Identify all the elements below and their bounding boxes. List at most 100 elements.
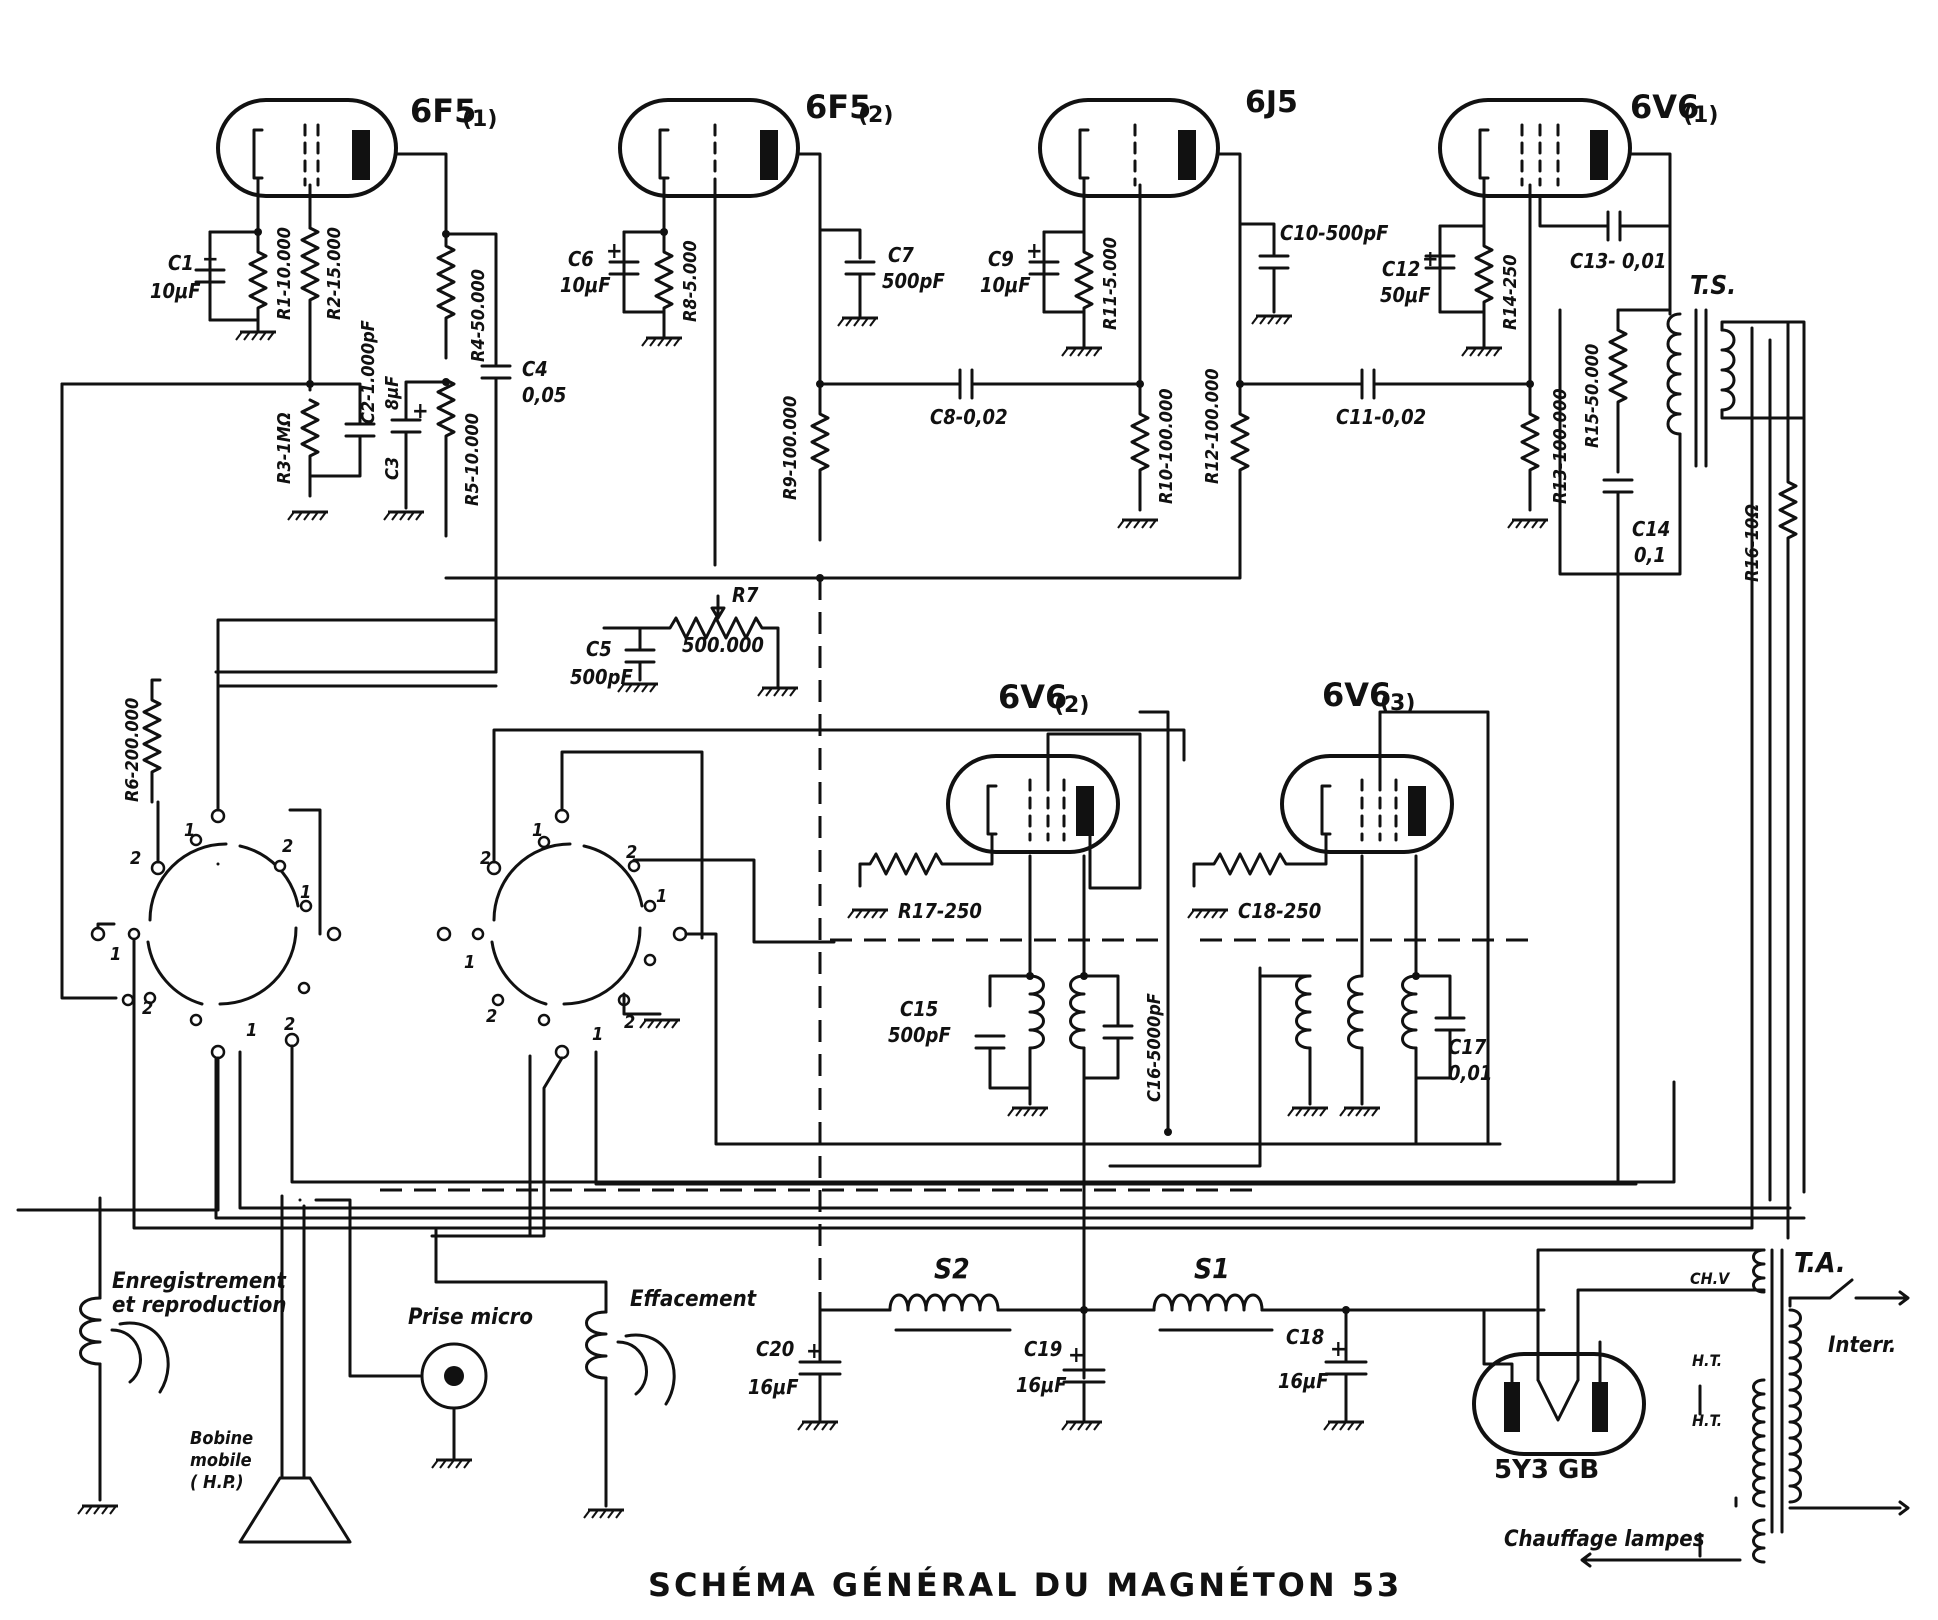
- tube-label-v2: 6F5: [805, 88, 871, 126]
- stage-2-wiring: [608, 152, 1142, 567]
- label-r8: R8-5.000: [680, 240, 701, 322]
- tube-label-v4: 6V6: [1630, 88, 1699, 126]
- tube-6v6-2: [946, 754, 1120, 854]
- label-c17: C17: [1448, 1035, 1487, 1059]
- label-c6-val: 10μF: [560, 273, 611, 297]
- sw1-num-2d: 2: [284, 1014, 295, 1035]
- label-c15-val: 500pF: [888, 1023, 951, 1047]
- label-r18: C18-250: [1238, 899, 1321, 923]
- page-title: SCHÉMA GÉNÉRAL DU MAGNÉTON 53: [648, 1566, 1402, 1604]
- label-r7: R7: [732, 583, 759, 607]
- label-r11: R11-5.000: [1100, 237, 1121, 330]
- label-c5-val: 500pF: [570, 665, 633, 689]
- sw1-num-2a: 2: [130, 848, 141, 869]
- label-c11: C11-0,02: [1336, 405, 1426, 429]
- label-s1: S1: [1194, 1252, 1230, 1285]
- label-r16: R16-10Ω: [1742, 504, 1763, 582]
- sw1-num-1b: 1: [300, 882, 311, 903]
- label-ta: T.A.: [1794, 1246, 1846, 1279]
- label-c9-val: 10μF: [980, 273, 1031, 297]
- plus-c20: +: [806, 1339, 823, 1364]
- oscillator-wiring: [380, 710, 1536, 1380]
- label-c7-val: 500pF: [882, 269, 945, 293]
- label-interr: Interr.: [1828, 1333, 1896, 1358]
- label-r17: R17-250: [898, 899, 982, 923]
- lower-wiring: [132, 326, 1806, 1238]
- sw2-num-1b: 1: [656, 886, 667, 907]
- label-r7-val: 500.000: [682, 633, 764, 657]
- tube-index-v4: (1): [1683, 103, 1718, 128]
- tube-index-v5: (2): [1054, 693, 1089, 718]
- plus-c19: +: [1068, 1343, 1085, 1368]
- label-r4: R4-50.000: [468, 269, 489, 362]
- sw1-num-2c: 2: [142, 998, 153, 1019]
- tube-label-v6: 6V6: [1322, 676, 1391, 714]
- label-bobine-1: Bobine: [190, 1428, 253, 1449]
- label-effacement: Effacement: [630, 1287, 758, 1312]
- label-c14-val: 0,1: [1634, 543, 1666, 567]
- record-head: [76, 1196, 170, 1516]
- sw2-num-2b: 2: [626, 842, 637, 863]
- label-c16: C16-5000pF: [1144, 993, 1165, 1102]
- plus-c1: +: [202, 247, 219, 272]
- buses: [142, 506, 1242, 1310]
- sw2-num-2d: 2: [624, 1012, 635, 1033]
- component-labels: C1 10μF R1-10.000 R2-15.000 R3-1MΩ C2-1.…: [110, 221, 1896, 1552]
- label-c20: C20: [756, 1337, 794, 1361]
- label-c1-val: 10μF: [150, 279, 201, 303]
- tube-6f5-2: [618, 98, 800, 198]
- label-c9: C9: [988, 247, 1014, 271]
- label-r3: R3-1MΩ: [274, 412, 295, 484]
- tube-index-v1: (1): [462, 107, 497, 132]
- label-c8: C8-0,02: [930, 405, 1008, 429]
- sw2-num-1c: 1: [464, 952, 475, 973]
- label-c12-val: 50μF: [1380, 283, 1431, 307]
- tube-6v6-1: [1438, 98, 1632, 198]
- sw2-num-1d: 1: [592, 1024, 603, 1045]
- plus-c9: +: [1026, 239, 1043, 264]
- plus-c12: +: [1422, 247, 1439, 272]
- stage-4-wiring: [1424, 152, 1806, 1240]
- tube-label-rect: 5Y3 GB: [1494, 1455, 1599, 1485]
- junctions: [254, 228, 1534, 1314]
- plus-c18: +: [1330, 1337, 1347, 1362]
- switch-deck-2[interactable]: [430, 728, 1502, 1238]
- tube-label-v3: 6J5: [1245, 85, 1298, 120]
- label-r1: R1-10.000: [274, 227, 295, 320]
- sw2-num-1a: 1: [532, 820, 543, 841]
- label-c5: C5: [586, 637, 612, 661]
- tube-label-v5: 6V6: [998, 678, 1067, 716]
- label-c20-val: 16μF: [748, 1375, 799, 1399]
- label-ht-1: H.T.: [1692, 1351, 1722, 1370]
- label-c6: C6: [568, 247, 594, 271]
- stage-1-wiring: [60, 152, 512, 1000]
- label-r14: R14-250: [1500, 254, 1521, 330]
- label-r12: R12-100.000: [1202, 369, 1223, 485]
- label-c12: C12: [1382, 257, 1420, 281]
- sw1-num-1c: 1: [110, 944, 121, 965]
- tube-6v6-3: [1280, 754, 1454, 854]
- label-bobine-2: mobile: [190, 1450, 252, 1471]
- sw1-num-1a: 1: [184, 820, 195, 841]
- stage-3-wiring: [1028, 152, 1532, 542]
- switch-deck-1[interactable]: [16, 684, 498, 1212]
- label-chv: CH.V: [1690, 1269, 1731, 1288]
- label-c14: C14: [1632, 517, 1670, 541]
- label-c10: C10-500pF: [1280, 221, 1389, 245]
- label-c7: C7: [888, 243, 914, 267]
- plus-c6: +: [606, 239, 623, 264]
- sw2-num-2a: 2: [480, 848, 491, 869]
- label-c3-val: 8μF: [382, 376, 403, 410]
- label-bobine-3: ( H.P.): [190, 1472, 244, 1493]
- label-r2: R2-15.000: [324, 227, 345, 320]
- label-c4-val: 0,05: [522, 383, 566, 407]
- tube-6j5: [1038, 98, 1220, 198]
- label-chauffage: Chauffage lampes: [1504, 1527, 1705, 1552]
- label-c15: C15: [900, 997, 938, 1021]
- label-ts: T.S.: [1690, 271, 1736, 301]
- label-c13: C13- 0,01: [1570, 249, 1666, 273]
- mic-jack[interactable]: [314, 1198, 488, 1470]
- sw1-num-1d: 1: [246, 1020, 257, 1041]
- label-r15: R15-50.000: [1582, 344, 1603, 448]
